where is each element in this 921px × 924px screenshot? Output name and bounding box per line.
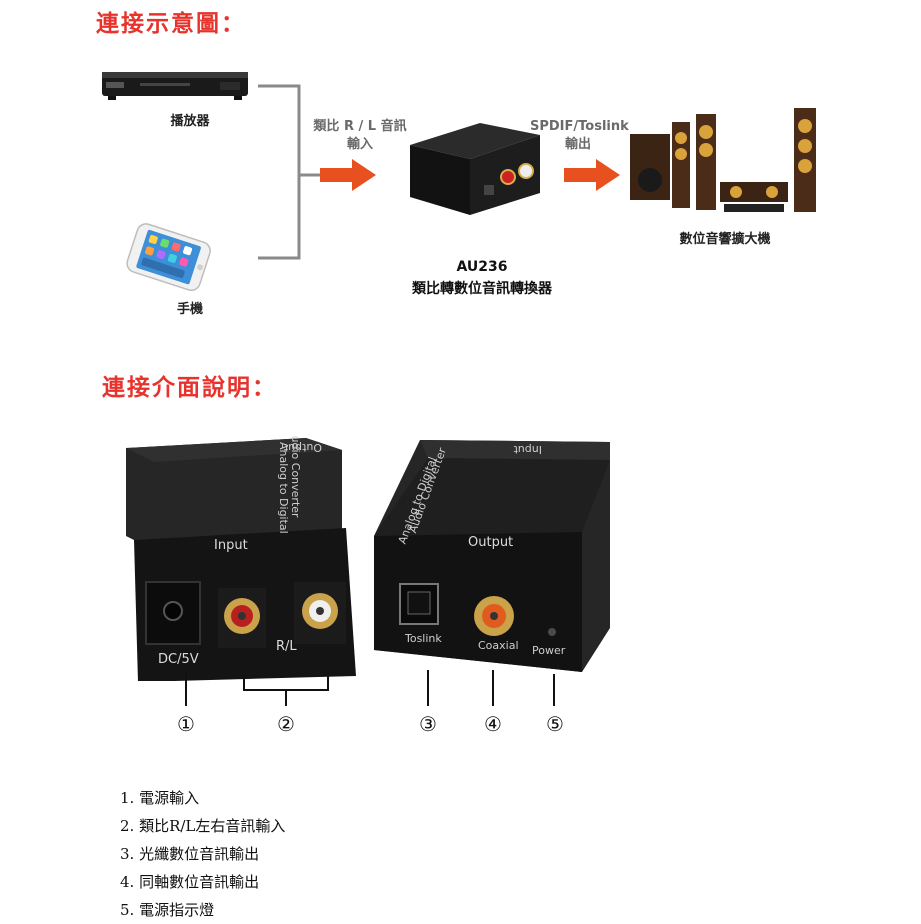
input-arrow-icon: [320, 159, 376, 191]
list-item: 3. 光纖數位音訊輸出: [120, 845, 260, 863]
left-side-text-2: Audio Converter: [289, 436, 302, 518]
left-top-text: Output: [283, 441, 322, 454]
list-item: 5. 電源指示燈: [120, 901, 215, 919]
output-label-line2: 輸出: [564, 137, 591, 152]
power-label: Power: [532, 644, 566, 657]
converter-input-side-photo: Output Analog to Digital Audio Converter…: [126, 436, 356, 681]
marker-5: ⑤: [546, 712, 564, 736]
marker-2: ②: [277, 712, 295, 736]
right-panel-title: Output: [468, 535, 513, 550]
smartphone-label: 手機: [176, 302, 203, 317]
list-item: 4. 同軸數位音訊輸出: [120, 873, 260, 891]
toslink-label: Toslink: [404, 632, 442, 645]
dc-label: DC/5V: [158, 652, 199, 667]
left-panel-title: Input: [214, 538, 248, 553]
coaxial-label: Coaxial: [478, 639, 519, 652]
interface-heading: 連接介面說明：: [102, 375, 277, 401]
connection-diagram-heading: 連接示意圖：: [96, 11, 246, 37]
list-item: 1. 電源輸入: [120, 789, 200, 807]
interface-description-list: 1. 電源輸入 2. 類比R/L左右音訊輸入 3. 光纖數位音訊輸出 4. 同軸…: [120, 784, 285, 924]
marker-4: ④: [484, 712, 502, 736]
output-label-line1: SPDIF/Toslink: [530, 119, 629, 134]
callout-markers: ① ② ③ ④ ⑤: [177, 712, 564, 736]
dvd-player-label: 播放器: [170, 114, 210, 129]
marker-3: ③: [419, 712, 437, 736]
input-label-line2: 輸入: [346, 137, 373, 152]
home-theater-speakers-icon: [630, 108, 816, 212]
right-top-text: Input: [513, 443, 542, 456]
dvd-player-icon: [102, 72, 248, 100]
input-label-line1: 類比 R / L 音訊: [313, 119, 407, 134]
list-item: 2. 類比R/L左右音訊輸入: [120, 817, 286, 835]
smartphone-icon: [126, 223, 211, 292]
left-side-text-1: Analog to Digital: [277, 442, 290, 534]
rl-label: R/L: [276, 639, 297, 654]
amplifier-label: 數位音響擴大機: [679, 232, 771, 247]
converter-output-side-photo: Input Analog to Digital Audio Converter …: [374, 440, 610, 672]
converter-device-icon: [410, 123, 540, 215]
marker-1: ①: [177, 712, 195, 736]
converter-name: 類比轉數位音訊轉換器: [412, 281, 552, 297]
input-connector-lines: [258, 84, 321, 260]
callout-lines: [185, 670, 555, 706]
converter-model: AU236: [456, 259, 508, 275]
output-arrow-icon: [564, 159, 620, 191]
